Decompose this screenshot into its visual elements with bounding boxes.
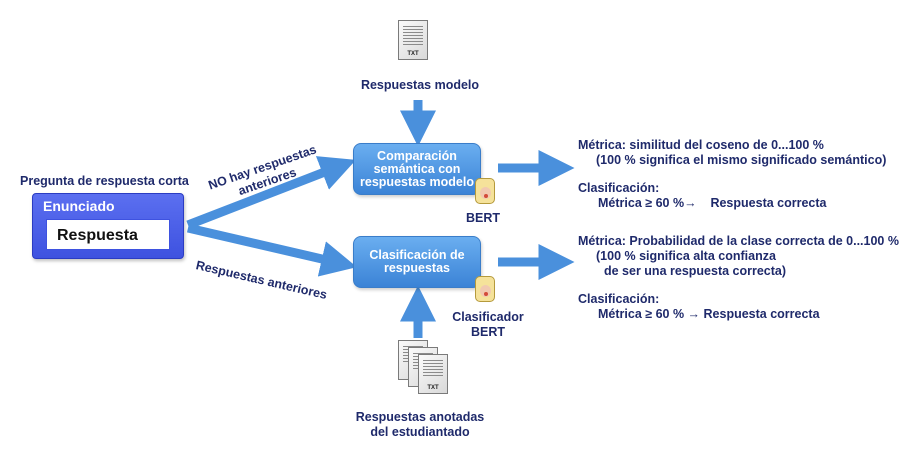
answer-classification-box: Clasificación de respuestas [353,236,481,288]
question-title: Pregunta de respuesta corta [20,174,189,188]
annotated-answers-line2: del estudiantado [370,425,470,439]
bert-classifier-label: Clasificador BERT [448,310,528,340]
result-bottom-metric-note2: de ser una respuesta correcta) [604,264,787,278]
annotated-document-icon-front: TXT [418,354,448,394]
question-card: Enunciado Respuesta [32,193,184,259]
result-top: Métrica: similitud del coseno de 0...100… [578,138,918,211]
semantic-comparison-line3: respuestas modelo [360,174,474,189]
bert-token-icon [475,178,495,204]
result-bottom-metric-note1: (100 % significa alta confianza [596,249,776,263]
annotated-answers-line1: Respuestas anotadas [355,410,485,424]
result-bottom-class-rule: Métrica ≥ 60 % → Respuesta correcta [598,307,820,321]
result-top-class-title: Clasificación: [578,181,660,195]
question-header: Enunciado [43,198,115,214]
semantic-comparison-line2: semántica con [373,161,461,176]
classification-line2: respuestas [383,261,450,275]
semantic-comparison-line1: Comparación [377,148,457,163]
model-answers-label: Respuestas modelo [360,78,480,92]
result-top-metric: Métrica: similitud del coseno de 0...100… [578,138,824,152]
txt-document-icon: TXT [398,20,428,60]
annotated-answers-label: Respuestas anotadas del estudiantado [330,410,510,440]
bert-classifier-line1: Clasificador [452,310,524,324]
bert-label: BERT [465,211,501,225]
answer-box: Respuesta [46,219,170,250]
annotated-document-caption: TXT [427,385,439,391]
arrow-to-classification [186,223,357,277]
result-top-metric-note: (100 % significa el mismo significado se… [596,153,887,167]
result-top-class-rule: Métrica ≥ 60 %→ Respuesta correcta [598,196,827,210]
result-bottom: Métrica: Probabilidad de la clase correc… [578,234,918,322]
arrow-to-comparison [186,156,356,230]
result-bottom-metric: Métrica: Probabilidad de la clase correc… [578,234,899,248]
semantic-comparison-box: Comparación semántica con respuestas mod… [353,143,481,195]
bert-classifier-line2: BERT [470,325,506,339]
txt-document-caption: TXT [407,51,419,57]
result-bottom-class-title: Clasificación: [578,292,660,306]
bert-classifier-token-icon [475,276,495,302]
classification-line1: Clasificación de [369,248,465,262]
